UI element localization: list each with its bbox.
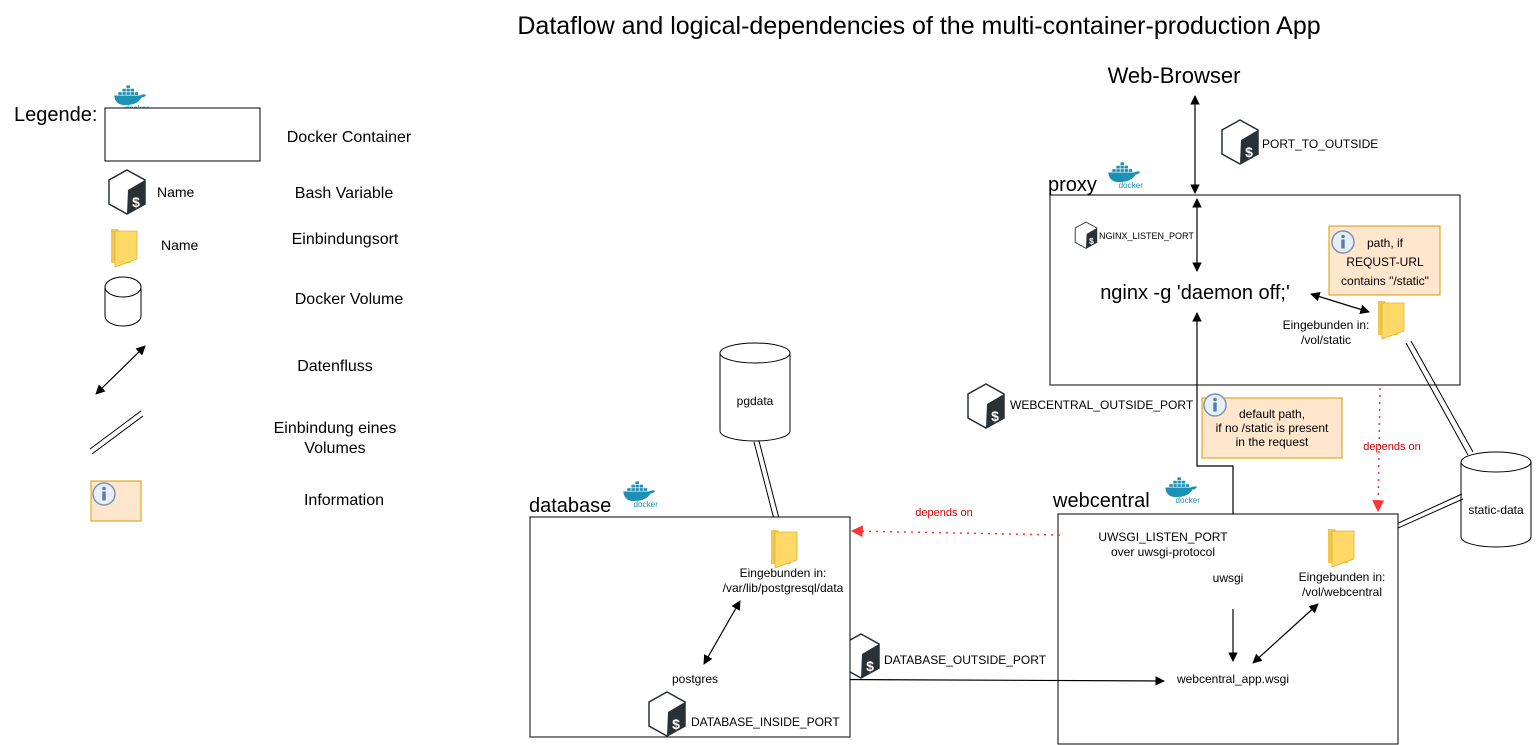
legend-volume-cylinder (104, 276, 142, 327)
info-icon (1203, 393, 1227, 417)
proxy-mount-line-1: Eingebunden in: (1283, 318, 1370, 332)
docker-logo-text: docker (1175, 496, 1200, 505)
legend-dataflow-label: Datenfluss (297, 358, 373, 375)
bash-icon (967, 383, 1005, 429)
static-binding-proxy-a (1405, 342, 1469, 456)
static-data-label: static-data (1468, 503, 1524, 517)
pgdata-label: pgdata (737, 394, 774, 408)
info-icon (92, 482, 116, 506)
bash-icon (648, 691, 686, 737)
legend-binding-line-a (89, 410, 142, 450)
legend-mount-label: Einbindungsort (292, 231, 399, 248)
webcentral-depends-on-database-arrow (850, 525, 1061, 538)
legend-variable-name: Name (157, 184, 195, 200)
webcentral-outside-port-variable: WEBCENTRAL_OUTSIDE_PORT (1010, 398, 1194, 412)
pgdata-binding-b (758, 440, 782, 527)
bash-icon (108, 169, 146, 215)
legend-info-label: Information (304, 492, 384, 509)
legend-container-label: Docker Container (287, 129, 412, 146)
webcentral-mount-line-1: Eingebunden in: (1299, 570, 1386, 584)
nginx-command: nginx -g 'daemon off;' (1100, 282, 1290, 304)
info-icon (1331, 230, 1355, 254)
default-info-line-3: in the request (1236, 435, 1309, 449)
webcentral-app: webcentral_app.wsgi (1176, 672, 1289, 686)
static-data-volume: static-data (1460, 451, 1532, 548)
proxy-mount-line-2: /vol/static (1301, 333, 1351, 347)
proxy-container: proxy docker NGINX_LISTEN_PORT nginx -g … (1048, 162, 1461, 386)
postgres-process: postgres (672, 672, 718, 686)
database-container: database docker Eingebunden in: /var/lib… (529, 481, 851, 738)
legend-mount-name: Name (161, 237, 199, 253)
legend: Legende: docker Docker Container Name Ba… (14, 85, 412, 522)
database-outside-port-variable: DATABASE_OUTSIDE_PORT (884, 653, 1047, 667)
docker-icon: docker (1165, 477, 1200, 505)
docker-logo-text: docker (633, 500, 658, 509)
bash-icon (1221, 119, 1259, 165)
legend-binding-line-b (91, 415, 144, 455)
database-inside-port-variable: DATABASE_INSIDE_PORT (691, 715, 840, 729)
webcentral-depends-on-label: depends on (915, 507, 973, 519)
proxy-container-name: proxy (1048, 174, 1097, 196)
docker-icon: docker (1108, 162, 1143, 190)
docker-logo-text: docker (1118, 181, 1143, 190)
database-container-box (529, 516, 851, 738)
proxy-info-line-2: REQUST-URL (1346, 255, 1424, 269)
uwsgi-process: uwsgi (1213, 571, 1244, 585)
legend-binding-label-2: Volumes (304, 440, 365, 457)
default-info-line-1: default path, (1239, 407, 1305, 421)
default-info-line-2: if no /static is present (1216, 421, 1329, 435)
folder-icon (110, 228, 138, 268)
uwsgi-listen-line-1: UWSGI_LISTEN_PORT (1098, 530, 1228, 544)
legend-binding-label-1: Einbindung eines (274, 420, 397, 437)
postgres-to-mount-arrow (703, 600, 741, 665)
uwsgi-listen-line-2: over uwsgi-protocol (1111, 545, 1215, 559)
legend-variable-label: Bash Variable (295, 185, 394, 202)
bash-icon (1074, 221, 1098, 249)
web-browser-label: Web-Browser (1108, 63, 1241, 88)
docker-icon: docker (623, 481, 658, 509)
nginx-listen-port-variable: NGINX_LISTEN_PORT (1099, 231, 1194, 241)
webcentral-mount-line-2: /vol/webcentral (1302, 585, 1382, 599)
database-mount-line-1: Eingebunden in: (740, 566, 827, 580)
diagram-title: Dataflow and logical-dependencies of the… (517, 12, 1320, 40)
legend-dataflow-arrow (95, 345, 146, 395)
nginx-static-arrow (1310, 291, 1370, 315)
legend-volume-label: Docker Volume (295, 291, 404, 308)
database-mount-line-2: /var/lib/postgresql/data (723, 581, 844, 595)
app-to-mount-arrow (1252, 603, 1319, 664)
proxy-info-line-1: path, if (1367, 236, 1404, 250)
static-binding-proxy-b (1410, 340, 1474, 453)
legend-heading: Legende: (14, 104, 97, 126)
webcentral-container: webcentral docker UWSGI_LISTEN_PORT over… (1052, 477, 1399, 745)
legend-container-swatch (104, 107, 261, 162)
proxy-depends-on-label: depends on (1363, 441, 1421, 453)
pgdata-binding-a (753, 441, 777, 528)
database-container-name: database (529, 495, 611, 517)
port-to-outside-variable: PORT_TO_OUTSIDE (1262, 137, 1378, 151)
pgdata-volume: pgdata (719, 342, 791, 442)
webcentral-container-name: webcentral (1052, 490, 1150, 512)
proxy-info-line-3: contains "/static" (1341, 274, 1429, 288)
